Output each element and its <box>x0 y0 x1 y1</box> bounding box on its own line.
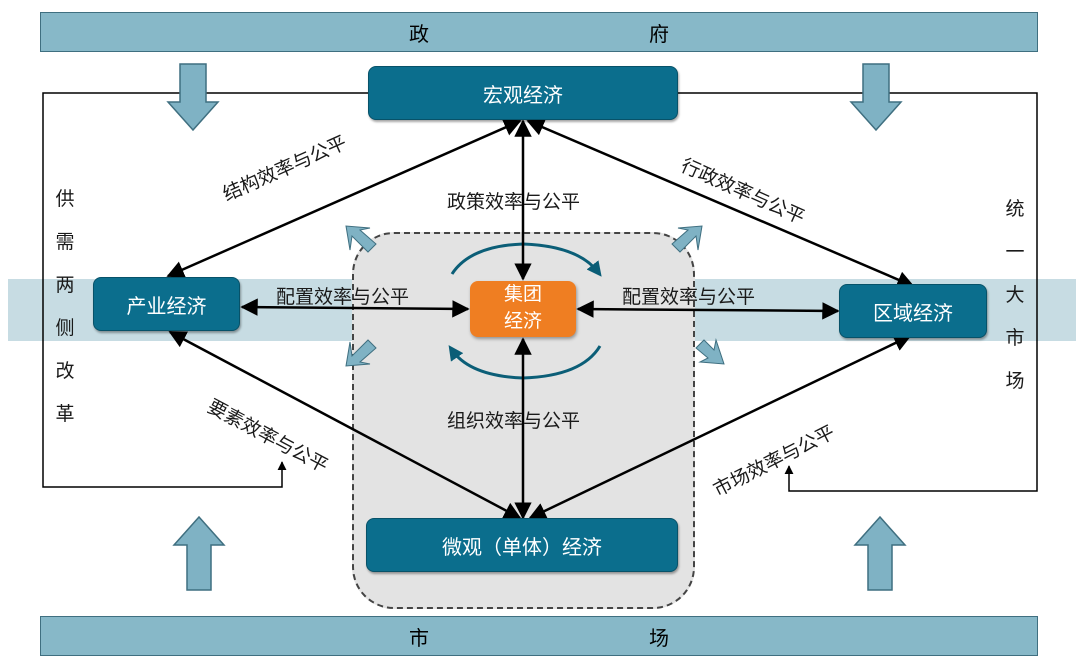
up-arrows <box>172 515 907 591</box>
government-bar: 政 府 <box>40 12 1038 52</box>
market-bar: 市 场 <box>40 616 1038 656</box>
right-side-label: 统一大市场 <box>1005 198 1025 392</box>
connectors <box>166 119 915 520</box>
region-economy-node: 区域经济 <box>839 284 987 338</box>
group-economy-node: 集团 经济 <box>470 281 576 337</box>
group-label-line2: 经济 <box>503 310 542 332</box>
label-allocation-left: 配置效率与公平 <box>276 286 410 308</box>
label-organization: 组织效率与公平 <box>447 410 581 432</box>
industry-economy-node: 产业经济 <box>93 277 240 331</box>
macro-economy-node: 宏观经济 <box>368 66 678 120</box>
group-label-line1: 集团 <box>503 283 542 305</box>
label-policy: 政策效率与公平 <box>447 191 581 213</box>
label-allocation-right: 配置效率与公平 <box>622 286 756 308</box>
left-side-label: 供需两侧改革 <box>55 188 75 425</box>
down-arrows <box>166 63 903 132</box>
micro-economy-node: 微观（单体）经济 <box>366 518 678 572</box>
